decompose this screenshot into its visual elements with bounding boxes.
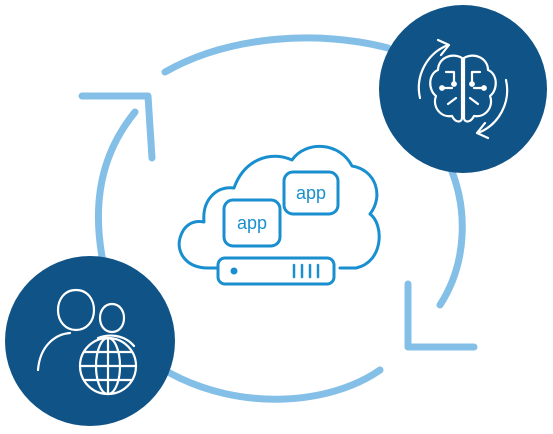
cycle-arc-left	[94, 108, 139, 266]
arrowhead-top-left	[78, 92, 156, 162]
app-box-1: app	[222, 198, 282, 248]
app-label-1: app	[237, 213, 267, 233]
cycle-arc-bottom	[164, 366, 384, 403]
brain-refresh-icon	[417, 38, 509, 140]
server-led	[230, 267, 238, 275]
arrowhead-bottom-right	[404, 280, 478, 351]
brain-circle	[379, 5, 547, 173]
cycle-ring	[94, 34, 466, 403]
cloud-server-icon: app app	[177, 145, 381, 286]
cycle-arc-right	[436, 158, 466, 309]
app-box-2: app	[282, 170, 340, 216]
server-vents	[292, 263, 320, 279]
cycle-arc-top	[161, 34, 392, 76]
app-label-2: app	[296, 183, 326, 203]
people-circle	[5, 256, 175, 426]
people-globe-icon	[36, 288, 138, 396]
cloud-outline	[177, 145, 381, 270]
server-unit	[216, 256, 336, 286]
people-circle-bg	[5, 256, 175, 426]
cycle-arrowheads	[78, 92, 478, 351]
